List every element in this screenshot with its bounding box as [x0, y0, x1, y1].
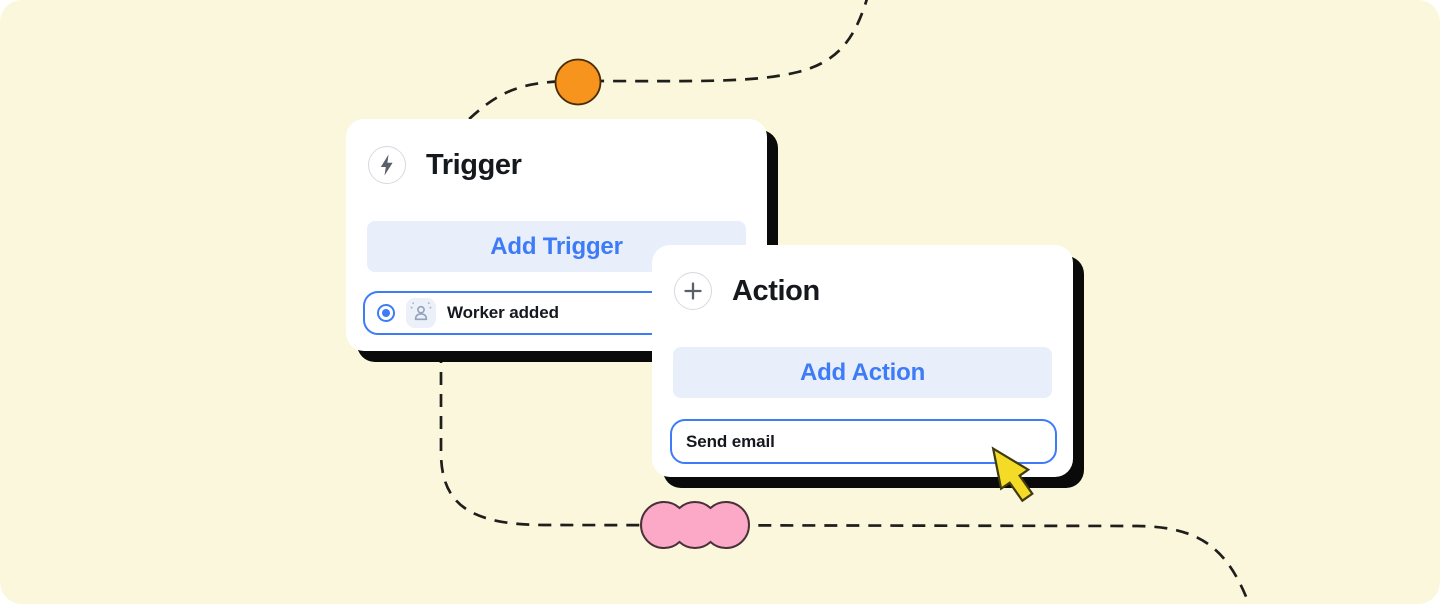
action-option-send-email[interactable]: Send email [670, 419, 1057, 464]
action-card-header: Action [674, 272, 820, 310]
action-card-title: Action [732, 274, 820, 307]
add-action-button[interactable]: Add Action [673, 347, 1052, 398]
radio-selected-icon[interactable] [377, 304, 395, 322]
worker-person-icon [406, 298, 436, 328]
orange-node-dot [554, 58, 602, 106]
cursor-pointer-icon [991, 446, 1034, 503]
dashed-path-top [449, 0, 868, 139]
action-card: Action Add Action Send email [652, 245, 1073, 477]
pink-blob [640, 501, 750, 549]
trigger-option-label: Worker added [447, 303, 559, 322]
dashed-path-bottom [439, 350, 1251, 604]
trigger-card-title: Trigger [426, 148, 522, 181]
action-option-label: Send email [686, 431, 775, 451]
lightning-icon [368, 146, 406, 184]
trigger-card-header: Trigger [368, 146, 522, 184]
plus-icon [674, 272, 712, 310]
